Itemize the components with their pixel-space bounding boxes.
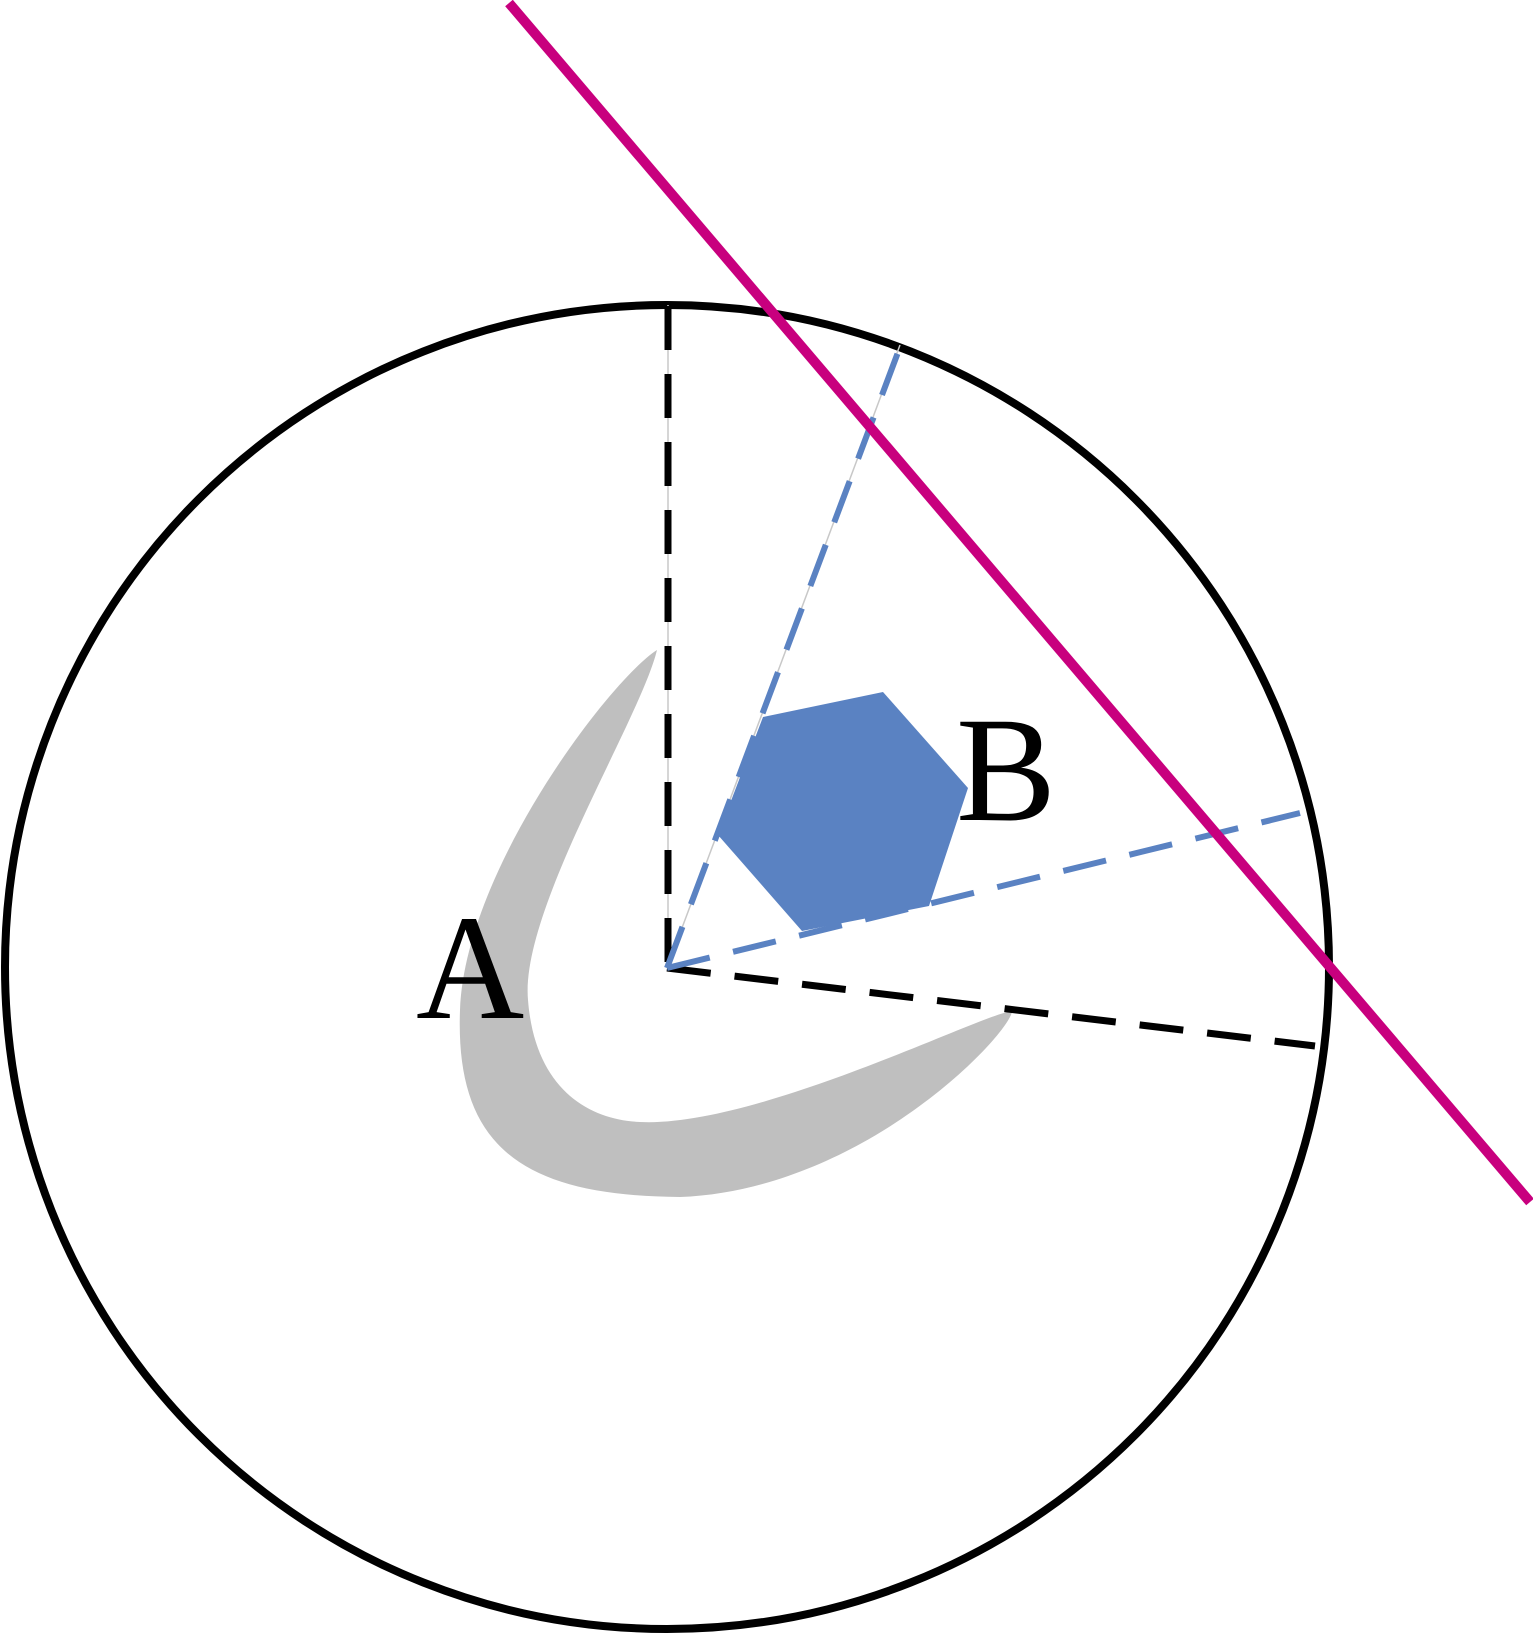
blue-dashed-upper [664,345,903,970]
blue-dashed-lower [666,810,1301,971]
label-b: B [956,687,1056,853]
label-a: A [416,885,524,1051]
black-dashed-right [666,964,1316,1050]
magenta-line [505,0,1533,1206]
crescent-shape-a [459,650,1012,1197]
hexagon-shape-b [718,692,968,931]
